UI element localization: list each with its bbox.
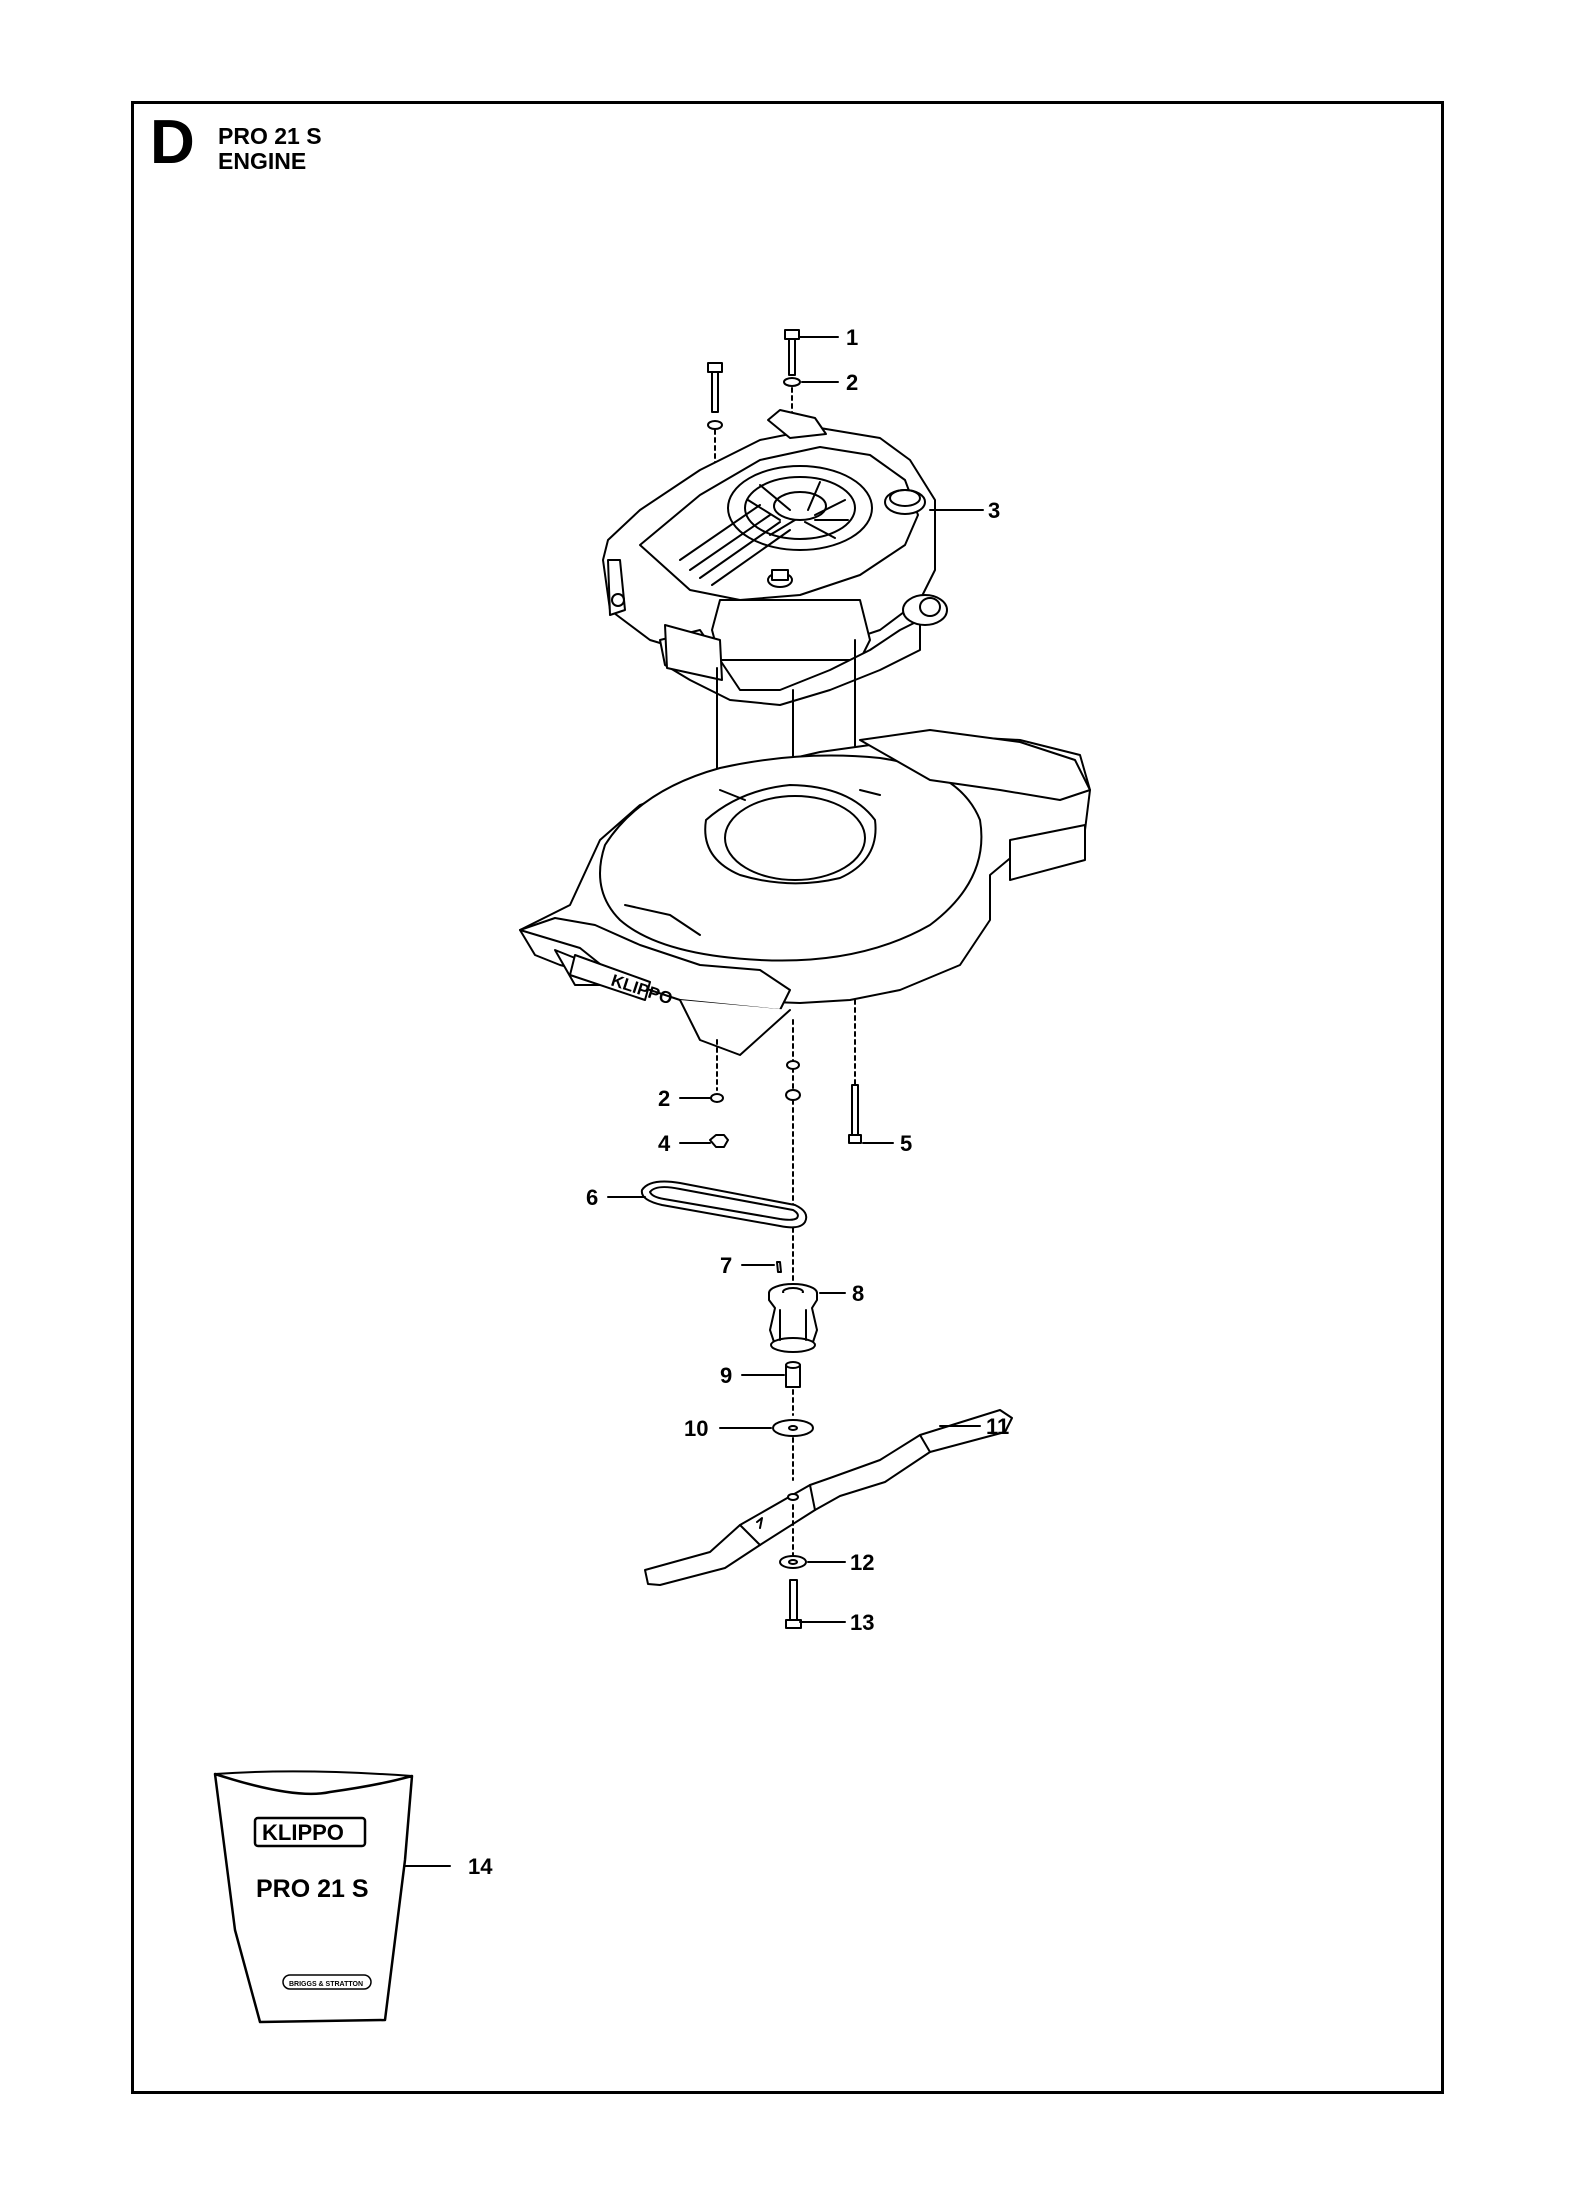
callout-13: 13 (850, 1610, 874, 1635)
callout-14: 14 (468, 1854, 493, 1879)
callout-2-top: 2 (846, 370, 858, 395)
leader-lines (404, 336, 984, 1867)
callout-6: 6 (586, 1185, 598, 1210)
key-part-7 (776, 1261, 782, 1273)
decal-brand-logo: KLIPPO (262, 1820, 344, 1845)
section-letter: D (150, 108, 195, 177)
callout-5: 5 (900, 1131, 912, 1156)
washer-part-2-lower (710, 1093, 724, 1103)
engine-part-3 (602, 409, 948, 811)
callout-2-lower: 2 (658, 1086, 670, 1111)
nut-part-4 (709, 1134, 729, 1148)
section-title: ENGINE (218, 148, 307, 174)
callout-8: 8 (852, 1281, 864, 1306)
bolt-part-5 (848, 1084, 862, 1144)
nut-under-deck (785, 1089, 801, 1101)
model-title: PRO 21 S (218, 123, 322, 149)
pulley-part-8 (768, 1283, 818, 1353)
callout-1: 1 (846, 325, 858, 350)
callout-12: 12 (850, 1550, 874, 1575)
spacer-part-9 (785, 1361, 801, 1388)
callout-9: 9 (720, 1363, 732, 1388)
bolt-part-13 (785, 1579, 802, 1629)
decal-engine-badge: BRIGGS & STRATTON (289, 1981, 363, 1988)
blade-part-11 (644, 1409, 1013, 1586)
bolt-left (707, 362, 723, 430)
page-frame (131, 101, 1444, 2094)
callout-labels: 1 2 3 2 4 5 6 7 8 9 10 11 12 13 14 (468, 325, 1009, 1879)
washer-under-deck (786, 1060, 800, 1070)
washer-part-12 (779, 1555, 807, 1569)
callout-7: 7 (720, 1253, 732, 1278)
decal-model: PRO 21 S (256, 1875, 369, 1903)
callout-4: 4 (658, 1131, 671, 1156)
belt-part-6 (640, 1180, 808, 1229)
callout-3: 3 (988, 498, 1000, 523)
decal-part-14 (213, 1770, 414, 2024)
washer-part-10 (772, 1419, 814, 1437)
bolt-part-1 (784, 329, 800, 376)
mower-deck (519, 729, 1091, 1056)
callout-11: 11 (986, 1414, 1009, 1439)
washer-part-2-top (783, 377, 801, 387)
callout-10: 10 (684, 1416, 708, 1441)
